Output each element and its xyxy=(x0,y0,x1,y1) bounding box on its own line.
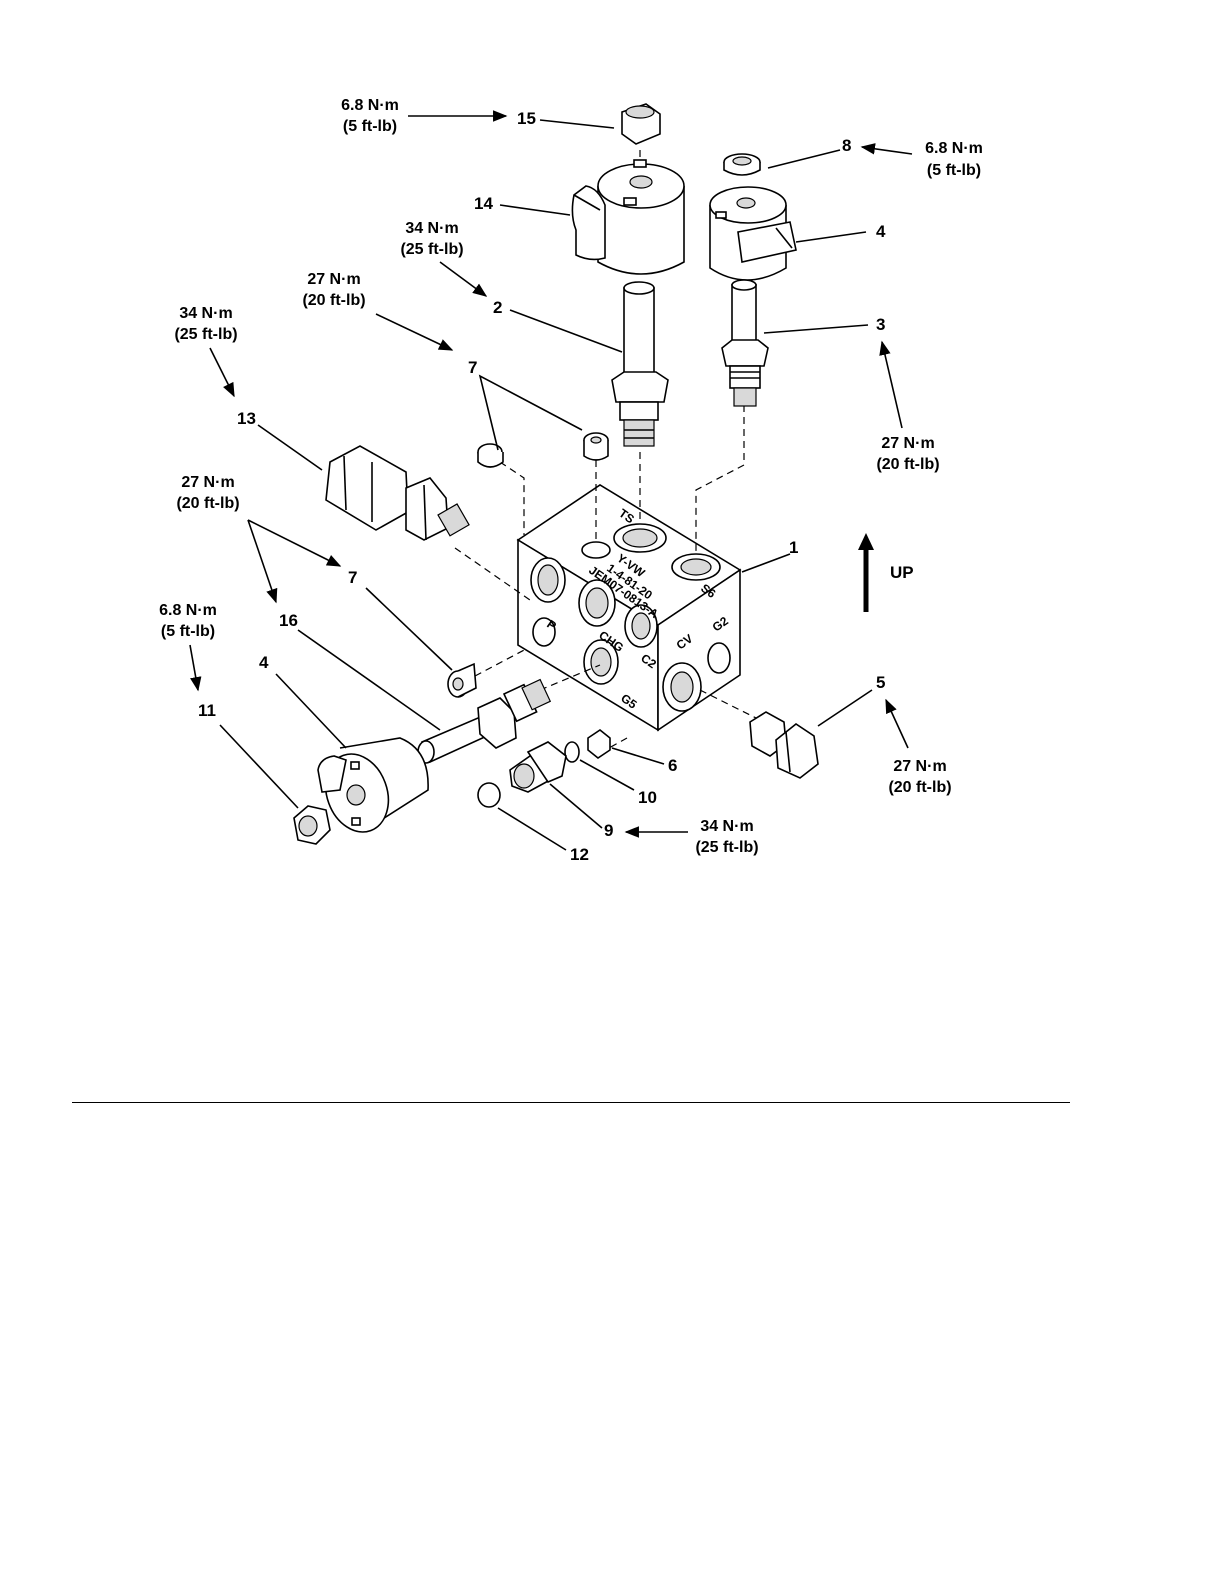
callout-4-upper: 4 xyxy=(876,222,886,241)
callout-10: 10 xyxy=(638,788,657,807)
torque-3-imperial: (20 ft-lb) xyxy=(876,456,939,473)
torque-13-metric: 34 N·m xyxy=(179,305,232,322)
nut-15 xyxy=(622,104,660,144)
torque-2-imperial: (25 ft-lb) xyxy=(400,241,463,258)
solenoid-coil-4-upper xyxy=(710,187,796,280)
nut-8 xyxy=(724,154,760,175)
solenoid-coil-4-lower xyxy=(315,738,428,841)
callout-5: 5 xyxy=(876,673,885,692)
cartridge-valve-3 xyxy=(722,280,768,406)
callout-7-upper: 7 xyxy=(468,358,477,377)
callout-3: 3 xyxy=(876,315,885,334)
plug-7-lower xyxy=(448,664,476,697)
callout-7-lower: 7 xyxy=(348,568,357,587)
callout-1: 1 xyxy=(789,538,798,557)
callout-9: 9 xyxy=(604,821,613,840)
plug-7-upper-left xyxy=(478,444,503,467)
torque-arrows xyxy=(190,116,912,832)
torque-5-imperial: (20 ft-lb) xyxy=(888,779,951,796)
callout-12: 12 xyxy=(570,845,589,864)
up-direction-indicator: UP xyxy=(858,533,914,612)
callout-16: 16 xyxy=(279,611,298,630)
torque-11-imperial: (5 ft-lb) xyxy=(161,623,215,640)
plug-5 xyxy=(750,712,818,778)
torque-9-imperial: (25 ft-lb) xyxy=(695,839,758,856)
up-label: UP xyxy=(890,563,914,582)
torque-7-upper-imperial: (20 ft-lb) xyxy=(302,292,365,309)
torque-5-metric: 27 N·m xyxy=(893,758,946,775)
torque-7-lower-16-metric: 27 N·m xyxy=(181,474,234,491)
torque-7-lower-16-imperial: (20 ft-lb) xyxy=(176,495,239,512)
callout-2: 2 xyxy=(493,298,502,317)
o-ring-12 xyxy=(478,783,500,807)
manifold-block: TS S6 P CHG C2 CV G2 G5 Y-VW 1-4-81-20 J… xyxy=(518,485,740,730)
torque-2-metric: 34 N·m xyxy=(405,220,458,237)
relief-valve-13 xyxy=(326,446,469,540)
callout-6: 6 xyxy=(668,756,677,775)
callout-8: 8 xyxy=(842,136,851,155)
callout-13: 13 xyxy=(237,409,256,428)
torque-15-imperial: (5 ft-lb) xyxy=(343,118,397,135)
callout-14: 14 xyxy=(474,194,493,213)
nut-11 xyxy=(294,806,330,844)
torque-8-imperial: (5 ft-lb) xyxy=(927,162,981,179)
torque-9-metric: 34 N·m xyxy=(700,818,753,835)
fitting-9 xyxy=(510,742,566,792)
callout-4-lower: 4 xyxy=(259,653,269,672)
torque-13-imperial: (25 ft-lb) xyxy=(174,326,237,343)
torque-7-upper-metric: 27 N·m xyxy=(307,271,360,288)
o-ring-10 xyxy=(565,742,579,762)
page-divider xyxy=(72,1102,1070,1103)
torque-8-metric: 6.8 N·m xyxy=(925,140,983,157)
callout-11: 11 xyxy=(198,701,216,720)
cartridge-valve-2 xyxy=(612,282,668,446)
torque-11-metric: 6.8 N·m xyxy=(159,602,217,619)
plug-7-upper-right xyxy=(584,433,608,460)
orifice-6 xyxy=(588,730,610,758)
callout-15: 15 xyxy=(517,109,536,128)
torque-15-metric: 6.8 N·m xyxy=(341,97,399,114)
solenoid-coil-14 xyxy=(572,160,684,274)
torque-3-metric: 27 N·m xyxy=(881,435,934,452)
